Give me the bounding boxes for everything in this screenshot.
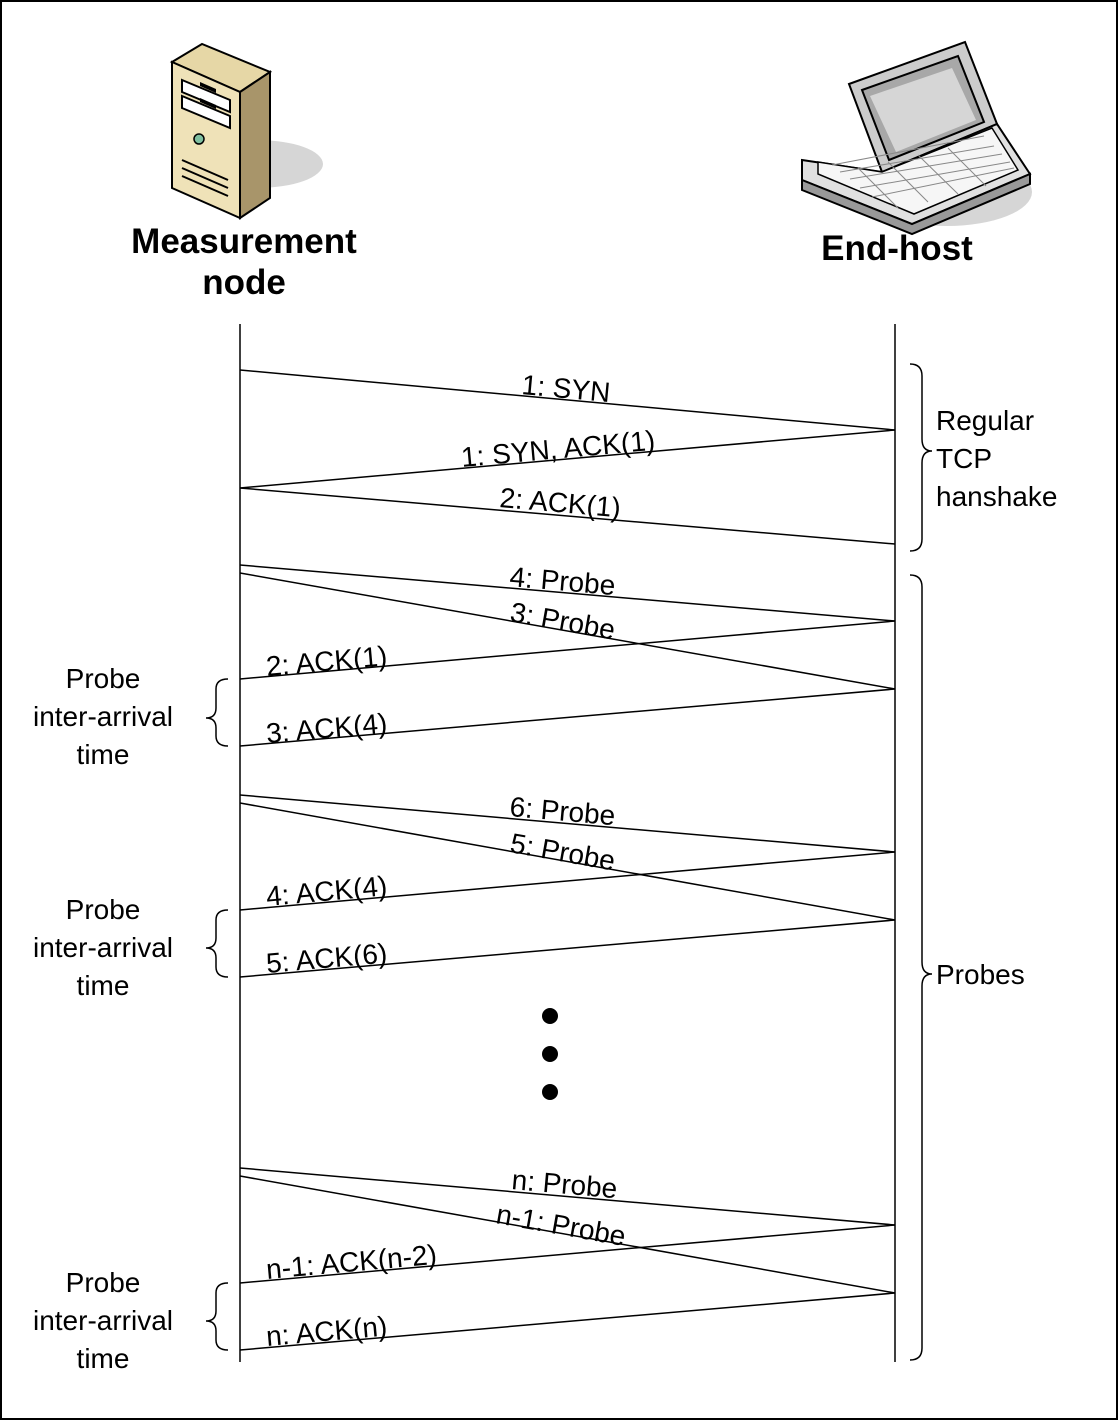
inter-arrival-label-1-line1: Probe <box>65 663 141 694</box>
message-line-6 <box>239 620 896 680</box>
message-label-4: 4: Probe <box>508 561 616 601</box>
message-line-4 <box>239 564 896 622</box>
message-label-13: n-1: Probe <box>494 1198 628 1251</box>
end-host-label: End-host <box>797 228 997 269</box>
message-label-10: 4: ACK(4) <box>265 870 389 912</box>
server-tower-icon <box>169 42 323 220</box>
message-label-6: 2: ACK(1) <box>265 640 389 682</box>
message-line-7 <box>239 688 896 747</box>
handshake-phase-line3: hanshake <box>936 481 1058 512</box>
measurement-node-label-line2: node <box>202 263 286 302</box>
inter-arrival-brace-3 <box>205 1282 229 1351</box>
message-line-5 <box>239 572 896 690</box>
message-label-1: 1: SYN <box>520 369 611 408</box>
message-line-9 <box>239 802 896 921</box>
message-line-13 <box>239 1175 896 1294</box>
handshake-brace <box>909 363 933 552</box>
measurement-node-label: Measurement node <box>94 221 394 303</box>
message-label-12: n: Probe <box>510 1164 618 1204</box>
message-label-8: 6: Probe <box>508 791 616 831</box>
inter-arrival-label-2-line3: time <box>76 970 130 1001</box>
measurement-node-label-line1: Measurement <box>131 222 357 261</box>
inter-arrival-label-3-line1: Probe <box>65 1267 141 1298</box>
inter-arrival-label-3-line3: time <box>76 1343 130 1374</box>
message-line-11 <box>239 919 896 978</box>
inter-arrival-label-2-line1: Probe <box>65 894 141 925</box>
end-host-label-text: End-host <box>821 229 973 268</box>
handshake-phase-line1: Regular <box>936 405 1035 436</box>
inter-arrival-label-1: Probe inter-arrival time <box>2 660 213 774</box>
message-label-3: 2: ACK(1) <box>498 482 622 523</box>
message-line-10 <box>239 851 896 911</box>
ellipsis-dots <box>542 1008 558 1100</box>
ellipsis-dot <box>542 1046 558 1062</box>
message-line-12 <box>239 1167 896 1226</box>
message-label-14: n-1: ACK(n-2) <box>265 1239 438 1285</box>
ellipsis-dot <box>542 1084 558 1100</box>
inter-arrival-brace-2 <box>205 909 229 978</box>
message-line-14 <box>239 1224 896 1284</box>
message-line-15 <box>239 1292 896 1351</box>
message-line-2 <box>239 429 896 489</box>
inter-arrival-label-2: Probe inter-arrival time <box>2 891 213 1005</box>
probes-phase-label: Probes <box>936 956 1025 994</box>
message-label-9: 5: Probe <box>508 827 618 876</box>
inter-arrival-label-3-line2: inter-arrival <box>32 1305 174 1336</box>
message-label-11: 5: ACK(6) <box>265 938 389 979</box>
message-label-7: 3: ACK(4) <box>265 708 389 749</box>
message-label-2: 1: SYN, ACK(1) <box>460 425 657 473</box>
message-line-3 <box>239 487 896 545</box>
handshake-phase-line2: TCP <box>936 443 992 474</box>
inter-arrival-label-2-line2: inter-arrival <box>32 932 174 963</box>
inter-arrival-label-3: Probe inter-arrival time <box>2 1264 213 1378</box>
inter-arrival-label-1-line2: inter-arrival <box>32 701 174 732</box>
ellipsis-dot <box>542 1008 558 1024</box>
inter-arrival-brace-1 <box>205 678 229 747</box>
handshake-phase-label: Regular TCP hanshake <box>936 402 1057 516</box>
message-line-8 <box>239 794 896 853</box>
message-line-1 <box>239 369 896 431</box>
inter-arrival-label-1-line3: time <box>76 739 130 770</box>
laptop-icon <box>801 40 1032 236</box>
probes-phase-text: Probes <box>936 959 1025 990</box>
probes-brace <box>909 574 933 1361</box>
message-label-5: 3: Probe <box>508 596 618 645</box>
message-label-15: n: ACK(n) <box>265 1311 389 1352</box>
